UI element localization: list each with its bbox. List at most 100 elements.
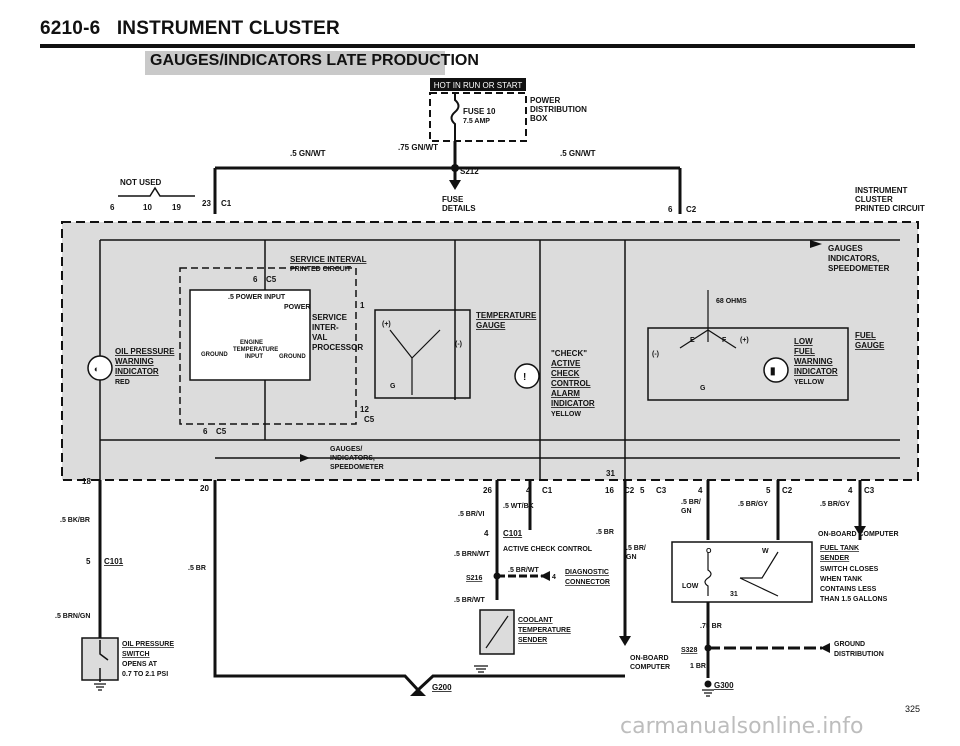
not-used-bracket	[118, 186, 195, 197]
wire-gnwt-right: .5 GN/WT	[560, 149, 596, 158]
gauges-arrow-top	[810, 240, 822, 248]
pin-g: G	[390, 383, 396, 390]
low-fuel-4: INDICATOR	[794, 367, 838, 376]
pin-6d: 6	[203, 427, 208, 436]
pin-5c: 5	[86, 557, 91, 566]
pin-16: 16	[605, 486, 614, 495]
wire-gn-b: GN	[681, 508, 692, 515]
active-check-label: ACTIVE CHECK CONTROL	[503, 546, 593, 553]
pin-1: 1	[360, 301, 365, 310]
low-fuel-lamp	[763, 357, 789, 383]
fuse-details-1: FUSE	[442, 195, 464, 204]
check-6: INDICATOR	[551, 399, 595, 408]
fuel-tank-5: CONTAINS LESS	[820, 586, 877, 593]
check-1: "CHECK"	[551, 349, 587, 358]
temp-gauge-1: TEMPERATURE	[476, 311, 537, 320]
wire-gnwt-mid: .75 GN/WT	[398, 143, 438, 152]
power-box-outline	[429, 92, 527, 142]
low-fuel-1: LOW	[794, 337, 813, 346]
wire-brvi: .5 BR/VI	[458, 511, 485, 518]
diag-arrow	[540, 571, 550, 581]
pin-g2: G	[700, 385, 706, 392]
header-rule	[40, 44, 915, 48]
coolant-3: SENDER	[518, 637, 547, 644]
wire-brn-gn: .5 BRN/GN	[55, 613, 90, 620]
gauges-mid-2: INDICATORS,	[330, 455, 375, 462]
fuel-tank-sender-symbol	[704, 551, 779, 597]
low-fuel-2: FUEL	[794, 347, 815, 356]
conn-c101b: C101	[503, 529, 523, 538]
gauges-mid-arrow	[300, 454, 310, 462]
pin-plus2: (+)	[740, 337, 749, 344]
ground-dist-arrow	[820, 643, 830, 653]
low-fuel-3: WARNING	[794, 357, 833, 366]
pin-19: 19	[172, 203, 181, 212]
fuel-tank-1: FUEL TANK	[820, 545, 859, 552]
power-input-2: POWER	[284, 304, 310, 311]
wire-gnwt-left: .5 GN/WT	[290, 149, 326, 158]
sip-2: INTER-	[312, 323, 339, 332]
wire-brwt: .5 BR/WT	[508, 567, 539, 574]
service-interval-1: SERVICE INTERVAL	[290, 255, 367, 264]
wire-brgn-b: .5 BR/	[681, 499, 701, 506]
gauges-top-1: GAUGES	[828, 244, 863, 253]
wire-br1: 1 BR	[690, 663, 706, 670]
pin-w: W	[762, 548, 769, 555]
pin-31: 31	[606, 469, 615, 478]
ground-label: GROUND	[201, 352, 228, 358]
diag-1: DIAGNOSTIC	[565, 569, 609, 576]
fuel-gauge-1: FUEL	[855, 331, 876, 340]
conn-c1: C1	[221, 199, 232, 208]
diag-2: CONNECTOR	[565, 579, 610, 586]
fuse-rating: 7.5 AMP	[463, 118, 490, 125]
fuse-detail-arrow	[449, 180, 461, 190]
subtitle: GAUGES/INDICATORS LATE PRODUCTION	[150, 52, 479, 69]
oil-switch-3: OPENS AT	[122, 661, 158, 668]
pin-5b: 5	[766, 486, 771, 495]
check-3: CHECK	[551, 369, 580, 378]
ground-g300-point	[704, 680, 712, 688]
wire-br-left: .5 BR	[188, 565, 206, 572]
sip-1: SERVICE	[312, 313, 348, 322]
cluster-label-3: PRINTED CIRCUIT	[855, 204, 925, 213]
wire-brn-wt: .5 BRN/WT	[454, 551, 491, 558]
hot-label: HOT IN RUN OR START	[434, 81, 523, 90]
pin-6c: 6	[253, 275, 258, 284]
temp-gauge-coil	[389, 329, 441, 395]
fuse-symbol	[450, 93, 460, 160]
pin-23: 23	[202, 199, 211, 208]
ground-dist-2: DISTRIBUTION	[834, 651, 884, 658]
section-title: INSTRUMENT CLUSTER	[116, 18, 340, 39]
conn-c3: C3	[656, 486, 667, 495]
pin-o: O	[706, 548, 712, 555]
pin-12: 12	[360, 405, 369, 414]
low-label: LOW	[682, 583, 699, 590]
oil-switch-contact	[99, 640, 109, 682]
power-box-1: POWER	[530, 96, 560, 105]
sip-4: PROCESSOR	[312, 343, 363, 352]
engine-input-3: INPUT	[245, 354, 263, 360]
sip-3: VAL	[312, 333, 328, 342]
temp-gauge-box	[374, 309, 471, 399]
pin-18: 18	[82, 477, 91, 486]
wire-brgy-a: .5 BR/GY	[738, 501, 768, 508]
not-used-label: NOT USED	[120, 178, 162, 187]
gauges-top-3: SPEEDOMETER	[828, 264, 890, 273]
fuel-tank-box	[671, 541, 813, 603]
conn-c3b: C3	[864, 486, 875, 495]
ground-g200: G200	[432, 683, 452, 692]
lower-bus	[100, 439, 900, 459]
cluster-outline	[61, 221, 919, 481]
pin-26: 26	[483, 486, 492, 495]
fuse-name: FUSE 10	[463, 107, 496, 116]
check-7: YELLOW	[551, 411, 581, 418]
check-5: ALARM	[551, 389, 580, 398]
pin-minus2: (-)	[652, 351, 659, 358]
check-4: CONTROL	[551, 379, 591, 388]
conn-c5c: C5	[216, 427, 227, 436]
fuel-gauge-coil	[679, 290, 737, 349]
oil-switch-1: OIL PRESSURE	[122, 641, 174, 648]
fuel-pump-icon: ▮	[770, 366, 776, 377]
fuel-gauge-2: GAUGE	[855, 341, 885, 350]
